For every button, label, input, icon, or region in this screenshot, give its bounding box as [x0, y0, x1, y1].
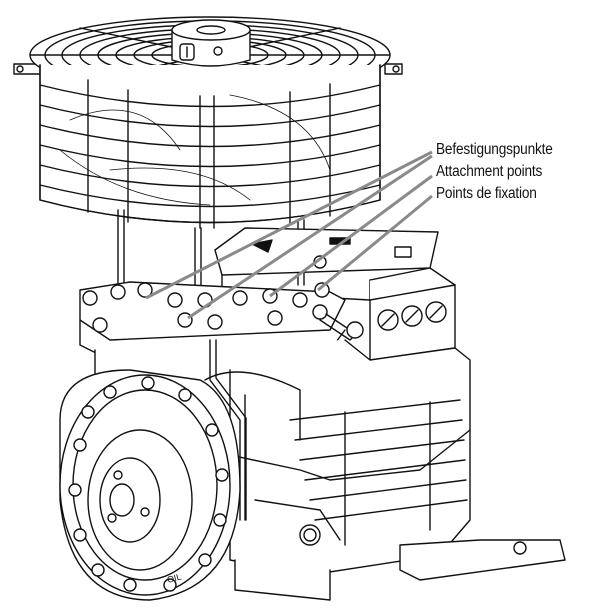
- leader-line-2: [187, 154, 433, 320]
- fan-shroud: [39, 64, 381, 229]
- leader-line-1: [145, 150, 433, 300]
- callout-label-english: Attachment points: [436, 163, 543, 180]
- cable-gland: [377, 309, 399, 331]
- callout-label-french: Points de fixation: [436, 185, 537, 202]
- leader-line-3: [269, 174, 433, 298]
- cable-gland: [401, 305, 423, 327]
- cable-gland: [425, 301, 447, 323]
- cylinder-head-bolts: [82, 282, 330, 333]
- callout-leader-lines: [145, 150, 433, 320]
- callout-label-german: Befestigungspunkte: [436, 141, 553, 158]
- bearing-end-cover: [59, 369, 241, 601]
- fan-assembly: [13, 16, 403, 291]
- terminal-box: [214, 227, 456, 361]
- fan-motor-hub: [171, 19, 251, 67]
- leader-line-4: [317, 194, 433, 292]
- oil-marking: OIL: [166, 572, 183, 585]
